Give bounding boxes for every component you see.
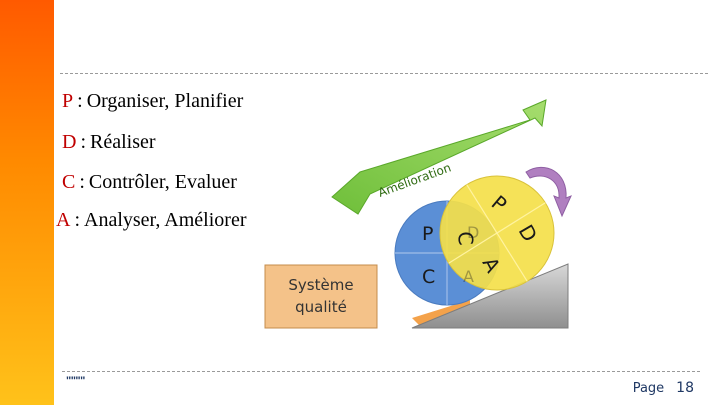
yellow-circle-a-ghost: A [463, 267, 474, 286]
yellow-circle-c: C [453, 230, 478, 246]
pdca-letter: A [56, 209, 71, 231]
blue-circle-c: C [422, 266, 435, 288]
pdca-line-a: A:Analyser, Améliorer [56, 209, 247, 231]
side-accent-bar [0, 0, 54, 405]
pdca-text: Organiser, Planifier [86, 90, 244, 112]
amelioration-arrow [331, 99, 547, 215]
systeme-qualite-box [264, 264, 378, 329]
pdca-letter: C [62, 171, 76, 193]
box-label-line2: qualité [295, 298, 347, 316]
blue-circle-p: P [422, 223, 433, 245]
pdca-text: Analyser, Améliorer [84, 209, 247, 231]
top-divider [60, 73, 708, 74]
yellow-circle-d-ghost: D [467, 223, 479, 242]
pdca-text: Réaliser [90, 131, 156, 153]
bottom-divider [62, 371, 700, 372]
box-label-line1: Système [288, 276, 353, 294]
pdca-line-c: C:Contrôler, Evaluer [62, 171, 237, 193]
pdca-line-p: P:Organiser, Planifier [62, 90, 244, 112]
pdca-line-d: D:Réaliser [62, 131, 156, 153]
pdca-letter: P [62, 90, 74, 112]
pdca-letter: D [62, 131, 77, 153]
page-number-value: 18 [676, 380, 694, 396]
pdca-text: Contrôler, Evaluer [88, 171, 237, 193]
page-label: Page [632, 381, 665, 396]
page-number: Page 18 [633, 380, 694, 396]
rotation-arrow-icon [525, 166, 572, 218]
footer-marker: """" [66, 375, 85, 387]
